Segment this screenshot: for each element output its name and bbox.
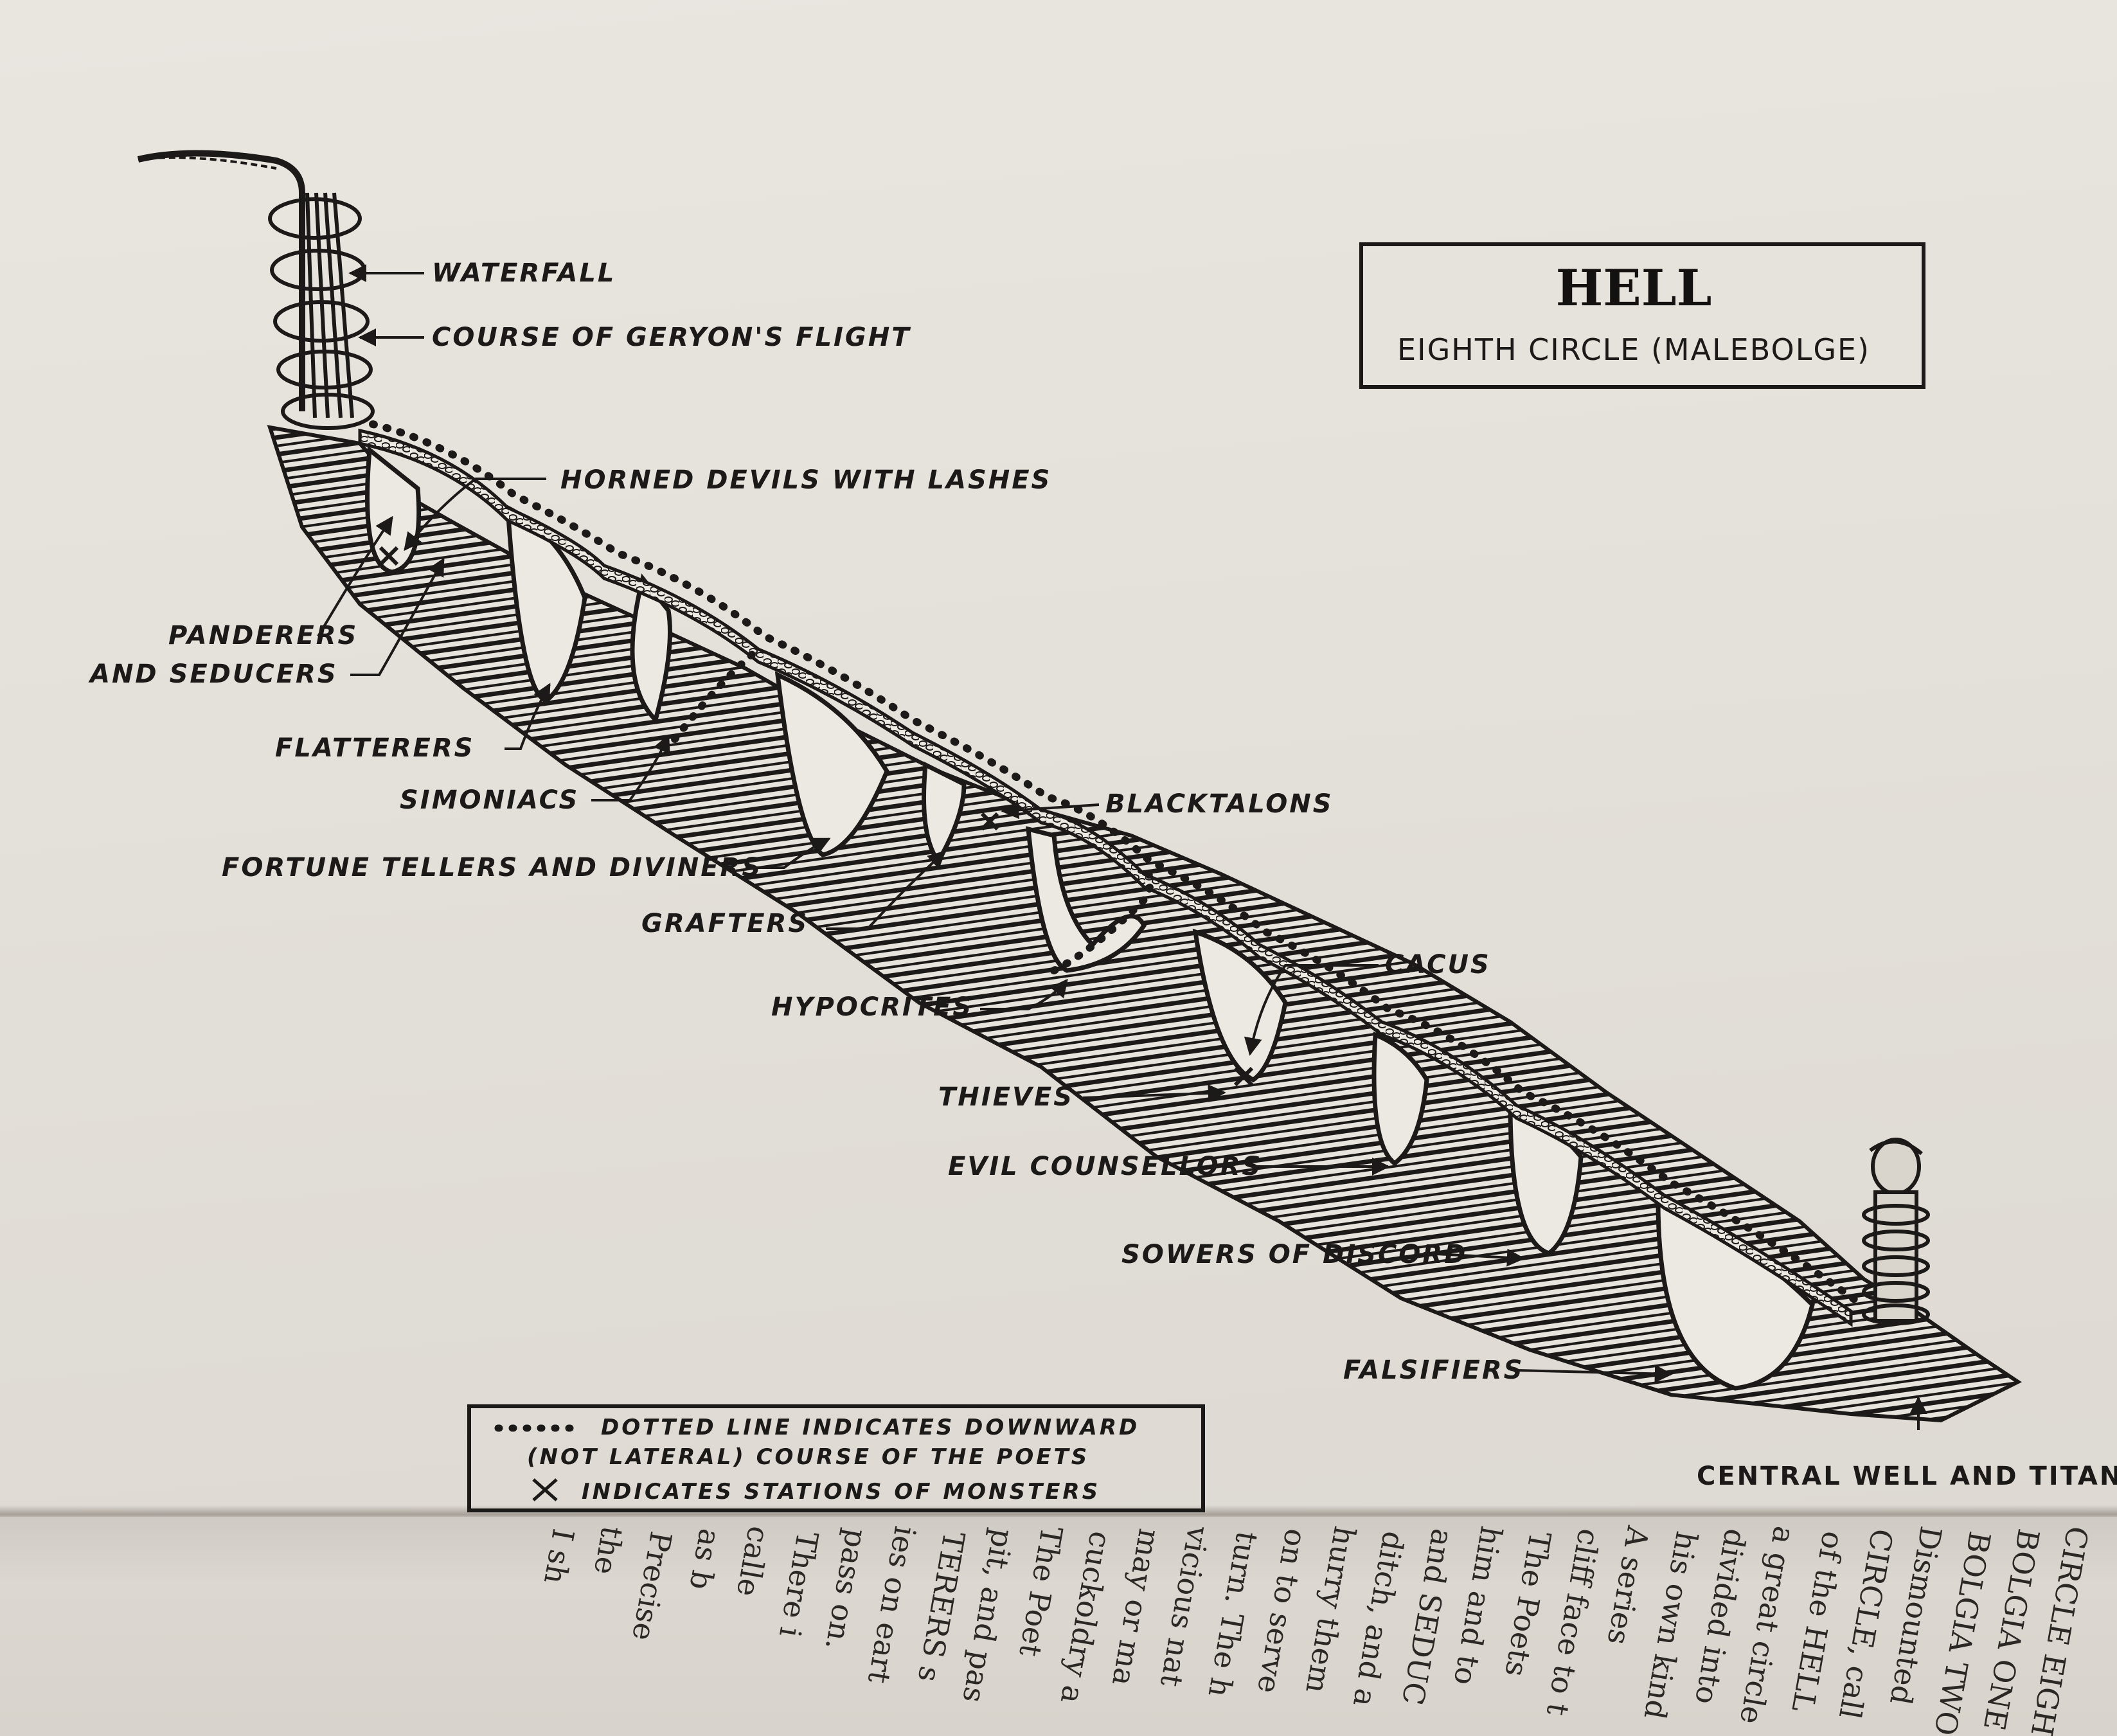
- labels: WATERFALL COURSE OF GERYON'S FLIGHT HORN…: [88, 258, 2117, 1491]
- pit-3: [630, 573, 672, 724]
- poets-descent-dotted: [671, 645, 762, 743]
- diagram-subtitle: EIGHTH CIRCLE (MALEBOLGE): [1397, 332, 1870, 367]
- label-horned-devils: HORNED DEVILS WITH LASHES: [560, 465, 1051, 495]
- label-grafters: GRAFTERS: [641, 909, 808, 938]
- label-waterfall: WATERFALL: [432, 258, 616, 288]
- leader-fortune-tellers: [746, 837, 831, 869]
- facing-page-line: There i: [772, 1528, 825, 1640]
- titan-figure: [1862, 1138, 1930, 1325]
- leader-flatterers: [505, 683, 551, 750]
- leader-hypocrites: [980, 978, 1068, 1010]
- facing-page-line: I sh: [537, 1526, 581, 1587]
- facing-page-line: A series: [1600, 1523, 1656, 1648]
- label-blacktalons: BLACKTALONS: [1105, 789, 1334, 819]
- malebolge-diagram: HELL EIGHTH CIRCLE (MALEBOLGE) WATERFALL…: [88, 150, 2117, 1512]
- label-seducers: AND SEDUCERS: [88, 659, 338, 689]
- diagram-title: HELL: [1556, 259, 1712, 318]
- pit-8: [1371, 1031, 1429, 1167]
- facing-page-line: Precise: [625, 1528, 679, 1643]
- label-sowers: SOWERS OF DISCORD: [1121, 1240, 1467, 1269]
- x-marker-cacus: [1233, 1066, 1254, 1087]
- label-panderers: PANDERERS: [168, 621, 358, 650]
- label-hypocrites: HYPOCRITES: [771, 992, 973, 1022]
- label-flatterers: FLATTERERS: [275, 733, 475, 763]
- pit-7: [1192, 928, 1288, 1083]
- leader-sowers: [1423, 1248, 1525, 1267]
- legend-line-3: INDICATES STATIONS OF MONSTERS: [582, 1479, 1100, 1505]
- pit-6: [1026, 826, 1147, 973]
- leader-lines: [317, 264, 1927, 1430]
- label-cacus: CACUS: [1385, 950, 1491, 980]
- title-box: HELL EIGHTH CIRCLE (MALEBOLGE): [1359, 242, 1925, 389]
- x-marker-horned-devils: [379, 546, 399, 566]
- label-evil-counsellors: EVIL COUNSELLORS: [948, 1152, 1262, 1181]
- label-geryon: COURSE OF GERYON'S FLIGHT: [432, 323, 911, 352]
- label-simoniacs: SIMONIACS: [400, 785, 579, 815]
- x-marker-blacktalons: [980, 812, 999, 831]
- legend-line-2: (NOT LATERAL) COURSE OF THE POETS: [527, 1444, 1089, 1470]
- leader-simoniacs: [591, 734, 670, 801]
- monster-station-markers: [379, 546, 1254, 1087]
- bridge-band: [358, 428, 1853, 1327]
- leader-seducers: [350, 557, 445, 676]
- label-thieves: THIEVES: [938, 1082, 1074, 1112]
- facing-page-line: pass on.: [818, 1526, 874, 1653]
- label-fortune-tellers: FORTUNE TELLERS AND DIVINERS: [222, 853, 762, 882]
- leader-panderers: [317, 515, 393, 638]
- waterfall-illustration: [137, 150, 354, 418]
- legend-box: DOTTED LINE INDICATES DOWNWARD (NOT LATE…: [467, 1404, 1205, 1512]
- leader-grafters: [826, 850, 947, 930]
- legend-x-icon: [532, 1478, 558, 1501]
- leader-thieves: [1082, 1084, 1226, 1102]
- label-central-well: CENTRAL WELL AND TITANS: [1697, 1462, 2117, 1491]
- leader-blacktalons: [1001, 801, 1100, 819]
- pit-4: [774, 671, 889, 857]
- facing-page-line: The Poet: [1012, 1523, 1069, 1660]
- label-falsifiers: FALSIFIERS: [1343, 1356, 1524, 1385]
- leader-horned-devils: [404, 478, 546, 551]
- facing-page-line: the: [587, 1523, 630, 1578]
- facing-page-line: as b: [683, 1526, 728, 1593]
- bolgia-pits: [365, 445, 1815, 1391]
- leader-falsifiers: [1516, 1365, 1673, 1383]
- leader-cacus: [1244, 964, 1379, 1056]
- pit-2: [505, 504, 587, 703]
- facing-page-line: calle: [729, 1523, 776, 1600]
- legend-line-1: DOTTED LINE INDICATES DOWNWARD: [601, 1415, 1139, 1440]
